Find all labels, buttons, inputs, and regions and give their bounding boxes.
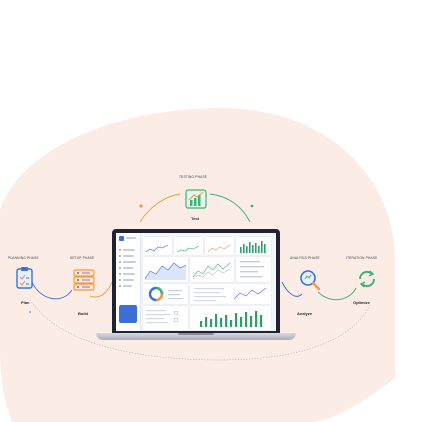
dashboard-graphics <box>144 241 267 327</box>
optimize-step-label: Optimize <box>353 300 370 305</box>
growth-chart-icon <box>185 189 207 209</box>
clipboard-icon <box>16 267 33 289</box>
iteration-phase-label: ITERATION PHASE <box>346 256 378 260</box>
dashboard-screenshot <box>116 233 276 331</box>
plan-step-label: Plan <box>21 300 30 305</box>
build-step-label: Build <box>78 311 88 316</box>
planning-phase-label: PLANNING PHASE <box>8 256 39 260</box>
analyze-step-label: Analyze <box>297 311 313 316</box>
testing-phase-label: TESTING PHASE <box>179 175 208 179</box>
refresh-icon <box>358 270 376 288</box>
laptop-base <box>96 333 296 340</box>
laptop-notch <box>178 333 214 335</box>
magnifier-icon <box>300 270 321 291</box>
server-icon <box>73 269 95 291</box>
analysis-phase-label: ANALYSIS PHASE <box>290 256 320 260</box>
setup-phase-label: SETUP PHASE <box>70 256 95 260</box>
dashboard-sidebar <box>116 233 141 331</box>
test-step-label: Test <box>191 216 199 221</box>
laptop-screen <box>112 229 280 334</box>
